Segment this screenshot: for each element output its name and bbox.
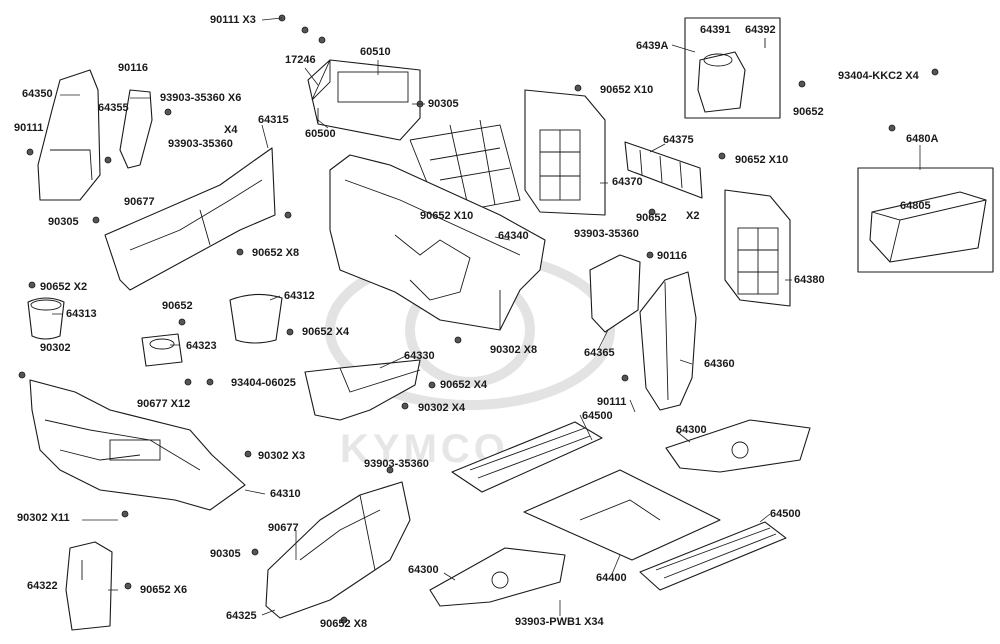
callout-64360: 64360	[704, 358, 735, 370]
part-64322	[65, 541, 113, 631]
callout-64400: 64400	[596, 572, 627, 584]
callout-64330: 64330	[404, 350, 435, 362]
callout-64350: 64350	[22, 88, 53, 100]
callout-90652-a: 90652	[793, 106, 824, 118]
callout-64325: 64325	[226, 610, 257, 622]
callout-90652-x4-b: 90652 X4	[440, 379, 488, 391]
callout-64391: 64391	[700, 24, 731, 36]
callout-90305-b: 90305	[48, 216, 79, 228]
callout-64340: 64340	[498, 230, 529, 242]
part-64400-skid-center	[523, 469, 721, 561]
part-64323	[141, 333, 183, 367]
callout-90302-x8: 90302 X8	[490, 344, 538, 356]
callout-90302-x4: 90302 X4	[418, 402, 466, 414]
callout-90652-x8-b: 90652 X8	[320, 618, 368, 630]
part-64300-skid-right	[665, 419, 811, 473]
callout-90677-x12: 90677 X12	[137, 398, 191, 410]
part-64360-door	[639, 271, 697, 411]
part-64500-skid-lower	[639, 521, 787, 591]
callout-93404-kkc2-x4: 93404-KKC2 X4	[838, 70, 919, 82]
part-64330	[304, 359, 421, 421]
callout-90652-x8-a: 90652 X8	[252, 247, 300, 259]
callout-93903-35360-x6: 93903-35360 X6	[160, 92, 242, 104]
part-64325	[265, 481, 411, 619]
callout-64312: 64312	[284, 290, 315, 302]
callout-90116-b: 90116	[657, 250, 687, 262]
callout-90652-x2: 90652 X2	[40, 281, 88, 293]
callout-x2: X2	[686, 210, 700, 222]
part-6480A-box	[857, 167, 994, 273]
callout-64310: 64310	[270, 488, 301, 500]
callout-90652-x6: 90652 X6	[140, 584, 188, 596]
callout-90305-c: 90305	[210, 548, 241, 560]
callout-64322: 64322	[27, 580, 58, 592]
callout-90111-b: 90111	[597, 396, 627, 408]
part-64370-panel	[524, 89, 606, 216]
callout-90652-x10-c: 90652 X10	[420, 210, 474, 222]
callout-93404-06025: 93404-06025	[231, 377, 296, 389]
callout-64370: 64370	[612, 176, 643, 188]
part-64310-floor-tub	[29, 379, 246, 511]
callout-93903-35360-b: 93903-35360	[574, 228, 639, 240]
callout-93903-35360-c: 93903-35360	[364, 458, 429, 470]
callout-6480a: 6480A	[906, 133, 939, 145]
part-64340-bulkhead	[329, 154, 546, 331]
part-64375-strip	[624, 141, 703, 199]
callout-90111-a: 90111	[14, 122, 44, 134]
part-64312	[229, 293, 283, 344]
callout-90302-x11: 90302 X11	[17, 512, 70, 524]
callout-64500-a: 64500	[582, 410, 613, 422]
part-64355	[119, 89, 153, 169]
callout-90652-c: 90652	[162, 300, 193, 312]
part-6439A-box	[684, 17, 781, 119]
part-64315-side	[104, 147, 276, 291]
callout-90652-x4-a: 90652 X4	[302, 326, 350, 338]
callout-64315: 64315	[258, 114, 289, 126]
callout-90305: 90305	[428, 98, 459, 110]
callout-90652-x10-b: 90652 X10	[735, 154, 789, 166]
callout-64313: 64313	[66, 308, 97, 320]
callout-90116-a: 90116	[118, 62, 148, 74]
callout-90302-x3: 90302 X3	[258, 450, 306, 462]
callout-64500-b: 64500	[770, 508, 801, 520]
callout-64380: 64380	[794, 274, 825, 286]
callout-64300-a: 64300	[676, 424, 707, 436]
callout-64323: 64323	[186, 340, 217, 352]
callout-90652-x10-a: 90652 X10	[600, 84, 654, 96]
callout-90677-a: 90677	[124, 196, 155, 208]
fasteners	[18, 14, 939, 624]
part-64380-panel	[724, 189, 791, 307]
callout-60510: 60510	[360, 46, 391, 58]
callout-64805: 64805	[900, 200, 931, 212]
callout-64375: 64375	[663, 134, 694, 146]
callout-64300-b: 64300	[408, 564, 439, 576]
callout-x4-a: X4	[224, 124, 238, 136]
callout-6439a: 6439A	[636, 40, 669, 52]
callout-90652-b: 90652	[636, 212, 667, 224]
callout-64355: 64355	[98, 102, 129, 114]
part-64300-skid-lower	[429, 547, 566, 607]
part-64500-skid-upper	[451, 421, 603, 493]
part-64313-cup	[27, 297, 65, 340]
callout-60500: 60500	[305, 128, 336, 140]
callout-64365: 64365	[584, 347, 615, 359]
callout-64392: 64392	[745, 24, 776, 36]
part-64350-side-panel	[37, 69, 101, 201]
callout-90111-x3: 90111 X3	[210, 14, 256, 26]
part-60500-storage-box	[307, 59, 421, 141]
callout-93903-pwb1-x34: 93903-PWB1 X34	[515, 616, 604, 628]
callout-90677-b: 90677	[268, 522, 299, 534]
callout-17246: 17246	[285, 54, 316, 66]
callout-90302-a: 90302	[40, 342, 71, 354]
part-64365	[589, 254, 641, 333]
callout-93903-35360-a: 93903-35360	[168, 138, 233, 150]
